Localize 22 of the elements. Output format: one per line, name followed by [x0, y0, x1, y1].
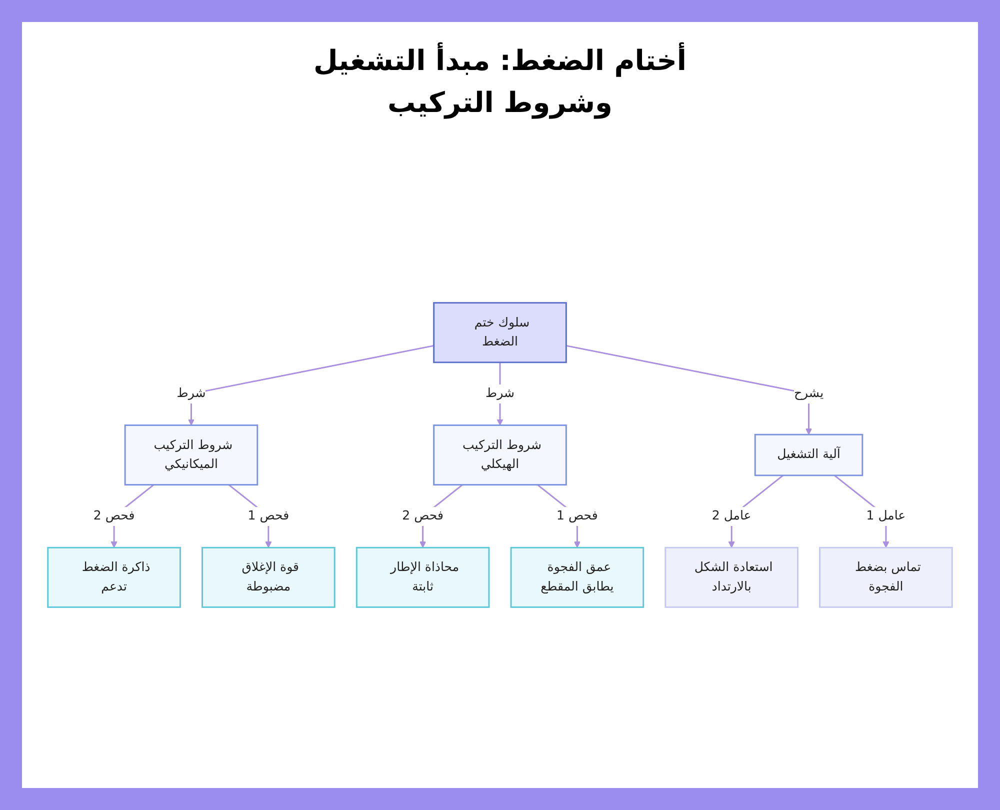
arrow: [188, 344, 434, 426]
edge-label: فحص 2: [93, 508, 135, 523]
diagram-title: أختام الضغط: مبدأ التشغيل وشروط التركيب: [312, 41, 688, 121]
node-box: ذاكرة الضغط تدعم: [47, 546, 181, 608]
node-box: قوة الإغلاق مضبوطة: [202, 546, 336, 608]
node-box: شروط التركيب الميكانيكي: [124, 424, 258, 486]
edge-label: فحص 1: [248, 508, 290, 523]
node-box: تماس بضغط الفجوة: [819, 546, 953, 608]
arrow: [566, 344, 812, 435]
node-box: سلوك ختم الضغط: [433, 302, 567, 364]
node-box: محاذاة الإطار ثابتة: [356, 546, 490, 608]
edge-label: شرط: [176, 386, 206, 401]
node-box: آلية التشغيل: [754, 434, 864, 476]
edge-label: عامل 1: [866, 508, 906, 523]
node-box: عمق الفجوة يطابق المقطع: [510, 546, 644, 608]
edge-label: يشرح: [794, 386, 824, 401]
node-box: استعادة الشكل بالارتداد: [664, 546, 798, 608]
edge-label: عامل 2: [712, 508, 752, 523]
edge-label: فحص 1: [556, 508, 598, 523]
edge-label: فحص 2: [402, 508, 444, 523]
edge-label: شرط: [486, 386, 514, 401]
node-box: شروط التركيب الهيكلي: [433, 424, 567, 486]
